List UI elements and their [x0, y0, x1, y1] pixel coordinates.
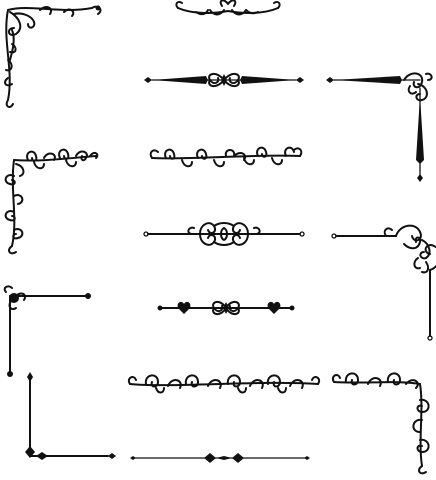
divider-diamond-line-bottom — [130, 453, 310, 463]
corner-scroll-top-left — [4, 5, 102, 108]
divider-hearts — [157, 301, 295, 315]
corner-bracket-bottom-left — [25, 372, 116, 460]
divider-curl-vine — [149, 146, 303, 168]
corner-arrow-scroll-right — [326, 72, 433, 182]
corner-wave-scroll-right — [331, 372, 430, 475]
divider-diamond-arrow — [144, 73, 304, 87]
corner-ball-bracket-left — [3, 285, 91, 377]
divider-filigree-center — [143, 222, 305, 246]
corner-curl-vine-left — [4, 148, 99, 255]
divider-swirl-top — [175, 0, 281, 16]
corner-filigree-right — [331, 224, 436, 341]
divider-wave-scroll — [127, 374, 321, 394]
